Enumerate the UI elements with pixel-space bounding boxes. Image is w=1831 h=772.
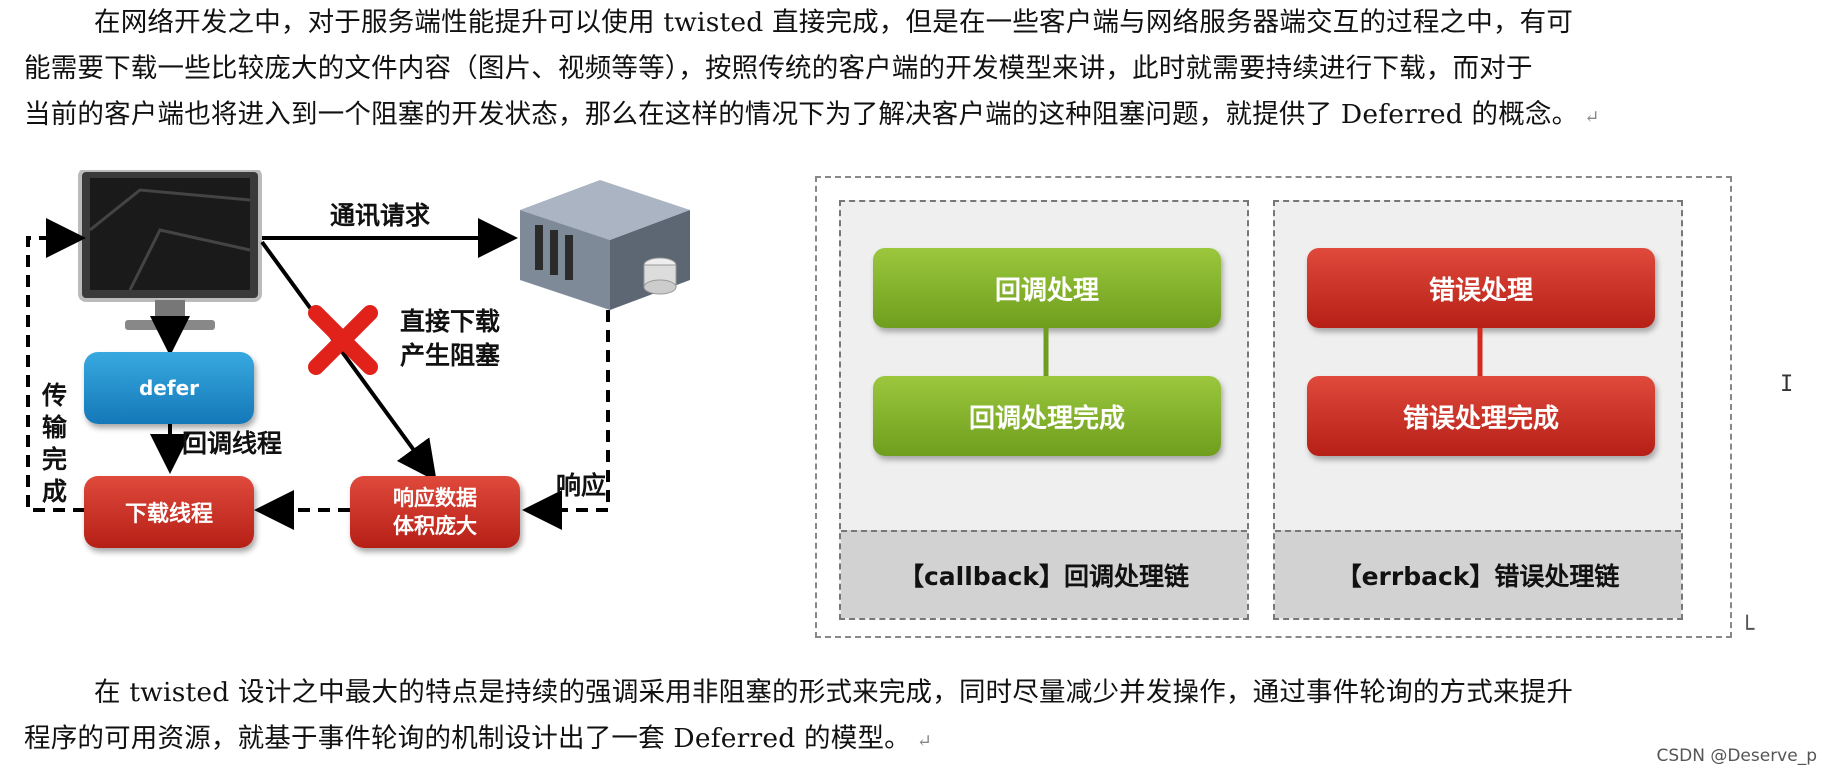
monitor-icon bbox=[78, 170, 262, 330]
intro-paragraph: 在网络开发之中，对于服务端性能提升可以使用 twisted 直接完成，但是在一些… bbox=[24, 0, 1814, 138]
paragraph-mark-icon: ↵ bbox=[916, 731, 933, 752]
server-icon bbox=[520, 180, 690, 310]
transfer-char-3: 完 bbox=[42, 445, 68, 474]
errback-chain-box: 错误处理 错误处理完成 【errback】错误处理链 bbox=[1273, 200, 1683, 620]
direct-download-label-2: 产生阻塞 bbox=[400, 341, 501, 370]
defer-node: defer bbox=[84, 352, 254, 424]
paragraph-mark-icon: ↵ bbox=[1584, 107, 1600, 128]
direct-download-label-1: 直接下载 bbox=[400, 307, 501, 336]
diagram-arrows bbox=[26, 170, 690, 530]
blocked-x-icon bbox=[308, 305, 378, 375]
download-thread-node: 下载线程 bbox=[84, 476, 254, 548]
callback-done-node: 回调处理完成 bbox=[873, 376, 1221, 456]
callback-chain-panel: 回调处理 回调处理完成 【callback】回调处理链 错误处理 错误处理完成 … bbox=[815, 176, 1732, 638]
errback-chain-footer: 【errback】错误处理链 bbox=[1275, 530, 1681, 618]
transfer-char-1: 传 bbox=[42, 381, 68, 410]
transfer-complete-label: 传 输 完 成 bbox=[42, 380, 72, 508]
response-label: 响应 bbox=[556, 471, 607, 500]
callback-chain-box: 回调处理 回调处理完成 【callback】回调处理链 bbox=[839, 200, 1249, 620]
callback-node: 回调处理 bbox=[873, 248, 1221, 328]
transfer-char-2: 输 bbox=[42, 413, 68, 442]
response-data-line-2: 体积庞大 bbox=[393, 514, 477, 538]
intro-line-3: 当前的客户端也将进入到一个阻塞的开发状态，那么在这样的情况下为了解决客户端的这种… bbox=[24, 99, 1579, 130]
response-data-line-1: 响应数据 bbox=[393, 486, 477, 510]
text-cursor-icon: I bbox=[1780, 372, 1794, 397]
callback-thread-label: 回调线程 bbox=[182, 429, 283, 458]
errback-node: 错误处理 bbox=[1307, 248, 1655, 328]
outro-line-1: 在 twisted 设计之中最大的特点是持续的强调采用非阻塞的形式来完成，同时尽… bbox=[94, 677, 1574, 708]
request-label: 通讯请求 bbox=[330, 201, 431, 230]
response-data-node: 响应数据 体积庞大 bbox=[350, 476, 520, 548]
transfer-char-4: 成 bbox=[42, 477, 68, 506]
watermark: CSDN @Deserve_p bbox=[1656, 746, 1817, 766]
outro-line-2: 程序的可用资源，就基于事件轮询的机制设计出了一套 Deferred 的模型。 bbox=[24, 723, 911, 754]
intro-line-1: 在网络开发之中，对于服务端性能提升可以使用 twisted 直接完成，但是在一些… bbox=[94, 7, 1574, 38]
paragraph-mark-icon: └ bbox=[1740, 615, 1755, 643]
callback-chain-footer: 【callback】回调处理链 bbox=[841, 530, 1247, 618]
intro-line-2: 能需要下载一些比较庞大的文件内容（图片、视频等等），按照传统的客户端的开发模型来… bbox=[24, 53, 1533, 84]
outro-paragraph: 在 twisted 设计之中最大的特点是持续的强调采用非阻塞的形式来完成，同时尽… bbox=[24, 670, 1814, 762]
errback-done-node: 错误处理完成 bbox=[1307, 376, 1655, 456]
client-server-diagram: 通讯请求 直接下载 产生阻塞 defer 回调线程 下载线程 响应数据 体积庞大… bbox=[0, 170, 800, 650]
